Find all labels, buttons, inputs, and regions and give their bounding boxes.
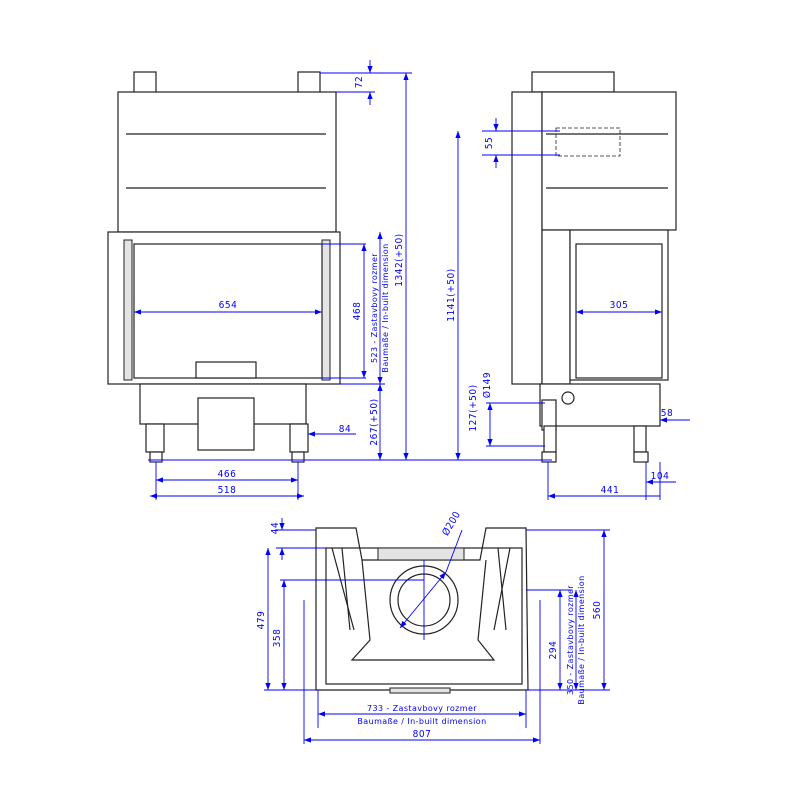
dim-side-depth: 294 bbox=[548, 641, 559, 660]
side-base bbox=[539, 383, 661, 427]
dim-builtin-height-de: Baumaße / In-built dimension bbox=[381, 243, 390, 372]
inlet-box bbox=[197, 397, 255, 451]
lift-handle bbox=[531, 71, 615, 93]
dim-base-height: 267(+50) bbox=[369, 398, 380, 445]
top-view: Ø200 44 479 358 294 350 - Zastavbovy roz… bbox=[256, 509, 610, 744]
dim-leg-span-outer: 518 bbox=[218, 485, 237, 496]
lift-handle-left bbox=[133, 71, 157, 95]
dim-glass-height: 468 bbox=[352, 302, 363, 321]
dim-side-glass-width: 305 bbox=[610, 300, 629, 311]
dim-builtin-depth-cz: 350 - Zastavbovy rozmer bbox=[566, 585, 575, 695]
dim-top-height: 72 bbox=[354, 76, 365, 88]
dim-builtin-depth-de: Baumaße / In-built dimension bbox=[577, 575, 586, 704]
dim-overall-depth: 560 bbox=[592, 601, 603, 620]
dim-depth-center: 358 bbox=[272, 629, 283, 648]
dim-inlet-height: 127(+50) bbox=[468, 384, 479, 431]
side-view: 55 1141(+50) 127(+50) Ø149 305 58 104 44… bbox=[305, 71, 690, 500]
dim-flue-offset: 55 bbox=[484, 137, 495, 149]
side-glass-frame bbox=[569, 229, 669, 381]
dim-builtin-width-cz: 733 - Zastavbovy rozmer bbox=[367, 704, 477, 713]
side-hood bbox=[541, 91, 677, 231]
firebox-body bbox=[107, 231, 341, 385]
dim-depth-total: 479 bbox=[256, 611, 267, 630]
dim-builtin-width-de: Baumaße / In-built dimension bbox=[357, 717, 486, 726]
dim-leg-offset: 84 bbox=[339, 424, 351, 435]
dim-inlet-offset: 58 bbox=[661, 408, 673, 419]
dim-leg-span-inner: 466 bbox=[218, 469, 237, 480]
dim-flange: 44 bbox=[270, 522, 281, 534]
dim-depth: 441 bbox=[601, 485, 620, 496]
dim-inlet-diameter: Ø149 bbox=[481, 372, 493, 398]
dim-glass-width: 654 bbox=[219, 300, 238, 311]
top-hood bbox=[117, 91, 337, 233]
leg-right bbox=[291, 451, 305, 463]
dim-total-height: 1141(+50) bbox=[446, 268, 457, 321]
dim-overall-width: 807 bbox=[413, 729, 432, 740]
dim-total-height: 1342(+50) bbox=[394, 233, 405, 286]
leg-left bbox=[149, 451, 163, 463]
front-view: 72 1342(+50) 468 523 - Zastavbovy rozmer… bbox=[107, 60, 412, 500]
lift-handle-right bbox=[297, 71, 321, 95]
dim-builtin-height-cz: 523 - Zastavbovy rozmer bbox=[370, 253, 379, 363]
dim-flue-diameter: Ø200 bbox=[440, 509, 464, 538]
